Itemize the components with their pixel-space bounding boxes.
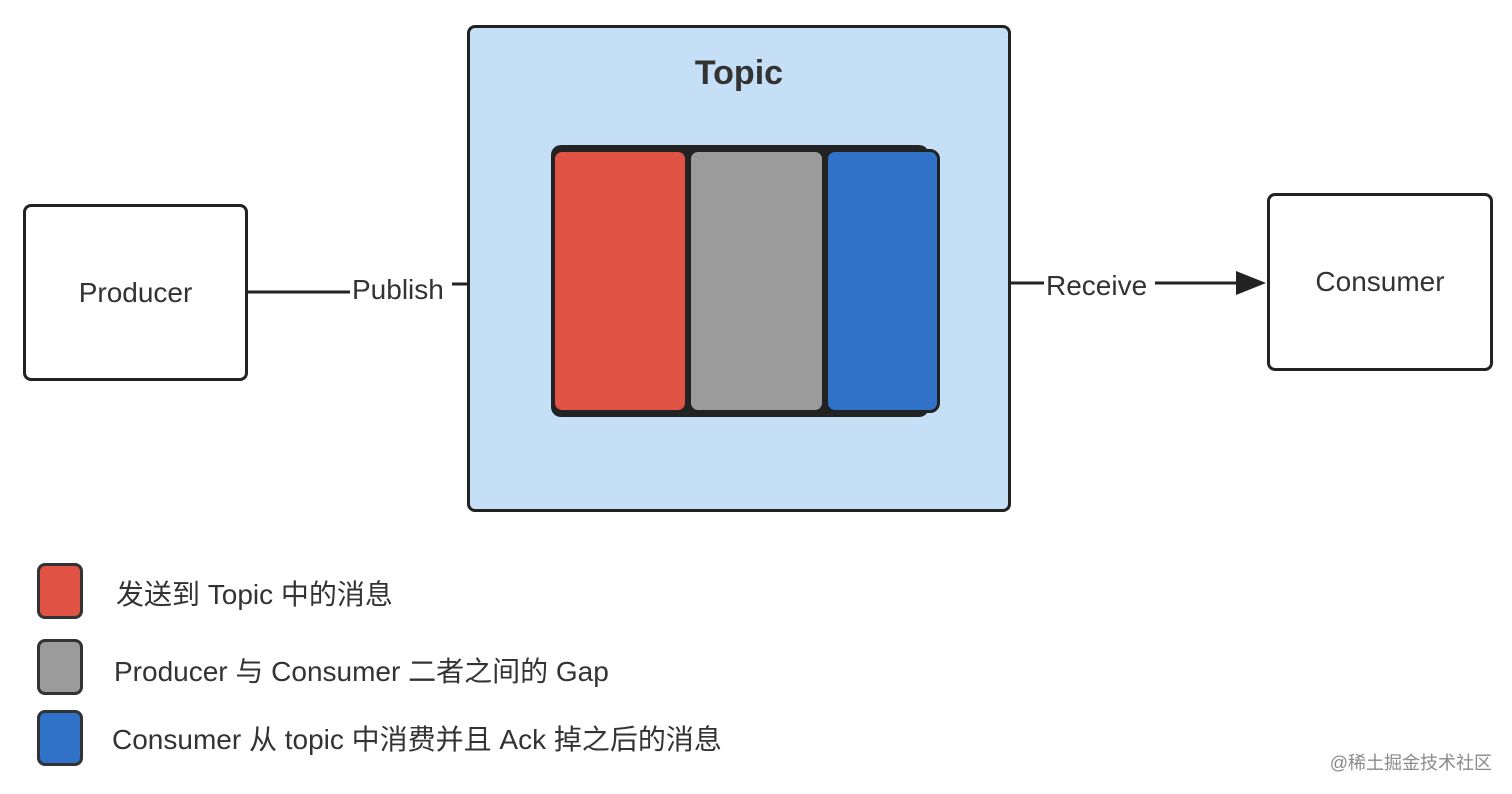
producer-node: Producer bbox=[23, 204, 248, 381]
queue-segment-gap bbox=[688, 149, 825, 413]
receive-edge-label: Receive bbox=[1044, 269, 1150, 303]
receive-arrowhead bbox=[1236, 271, 1266, 295]
legend-swatch-gray bbox=[37, 639, 83, 695]
legend-text-sent-messages: 发送到 Topic 中的消息 bbox=[116, 579, 393, 610]
topic-title: Topic bbox=[694, 54, 784, 92]
legend-swatch-blue bbox=[37, 710, 83, 766]
watermark: @稀土掘金技术社区 bbox=[1329, 753, 1492, 773]
legend-text-acked-messages: Consumer 从 topic 中消费并且 Ack 掉之后的消息 bbox=[112, 724, 722, 755]
publish-edge-label: Publish bbox=[350, 273, 446, 307]
queue-segment-acked-messages bbox=[825, 149, 940, 413]
consumer-node: Consumer bbox=[1267, 193, 1493, 371]
queue-segment-sent-messages bbox=[552, 149, 688, 413]
producer-label: Producer bbox=[78, 276, 193, 308]
consumer-label: Consumer bbox=[1315, 266, 1445, 297]
legend-text-gap: Producer 与 Consumer 二者之间的 Gap bbox=[114, 656, 609, 687]
legend-swatch-red bbox=[37, 563, 83, 619]
